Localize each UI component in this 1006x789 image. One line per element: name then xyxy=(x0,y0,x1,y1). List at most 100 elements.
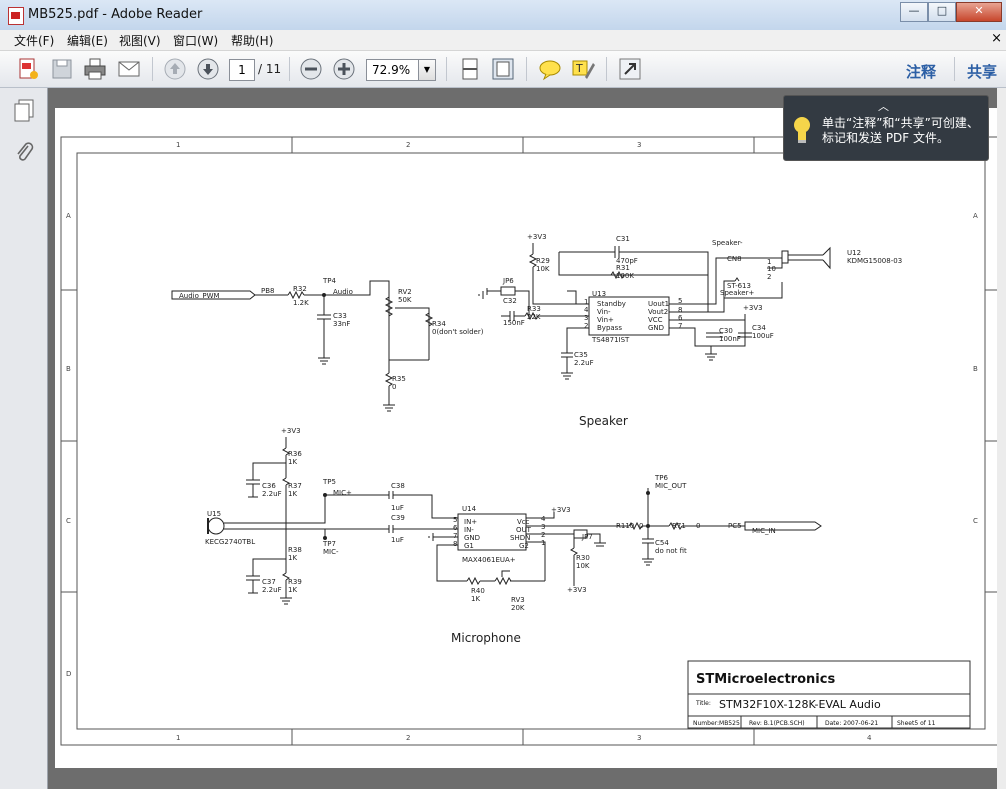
menu-edit[interactable]: 编辑(E) xyxy=(67,34,108,48)
pin-vin-plus: Vin+ xyxy=(597,316,614,324)
col-label-top: 3 xyxy=(637,141,641,149)
highlight-text-icon[interactable]: T xyxy=(571,57,595,81)
menu-window[interactable]: 窗口(W) xyxy=(173,34,219,48)
pin-g2: G2 xyxy=(519,542,529,550)
create-pdf-icon[interactable] xyxy=(16,57,40,81)
menu-close-document-button[interactable]: × xyxy=(991,31,1002,46)
row-label-right: B xyxy=(973,365,978,373)
zoom-out-icon[interactable] xyxy=(299,57,323,81)
document-viewer[interactable]: 1 2 3 1 2 3 4 A B C D A B C Audio_PWM PB… xyxy=(48,88,1006,789)
pin-number: 7 xyxy=(453,532,457,540)
label-r35: R35 xyxy=(392,375,406,383)
pin-in-minus: IN- xyxy=(464,526,474,534)
pin-number: 8 xyxy=(453,540,457,548)
net-3v3: +3V3 xyxy=(567,586,587,594)
maximize-button[interactable]: □ xyxy=(928,2,956,22)
pin-number: 6 xyxy=(453,524,458,532)
label-c38: C38 xyxy=(391,482,405,490)
zoom-dropdown-icon[interactable]: ▼ xyxy=(418,60,435,80)
col-label-bottom: 2 xyxy=(406,734,410,742)
pin-number: 10 xyxy=(767,265,776,273)
save-icon[interactable] xyxy=(50,57,74,81)
menu-view[interactable]: 视图(V) xyxy=(119,34,161,48)
email-icon[interactable] xyxy=(117,57,141,81)
value-r34: 0(don't solder) xyxy=(432,328,484,336)
net-speaker-plus: Speaker+ xyxy=(720,289,754,297)
label-u12: U12 xyxy=(847,249,861,257)
minimize-button[interactable]: — xyxy=(900,2,928,22)
pin-number: 3 xyxy=(541,523,545,531)
window-title: MB525.pdf - Adobe Reader xyxy=(28,7,203,22)
label-r31: R31 xyxy=(616,264,630,272)
col-label-bottom: 4 xyxy=(867,734,872,742)
value-r39: 1K xyxy=(288,586,297,594)
value-r35: 0 xyxy=(392,383,396,391)
collapse-tip-icon[interactable]: ︿ xyxy=(878,100,889,113)
pin-number: 1 xyxy=(767,258,771,266)
row-label-left: C xyxy=(66,517,71,525)
share-panel-button[interactable]: 共享 xyxy=(967,63,998,81)
print-icon[interactable] xyxy=(83,57,107,81)
label-tp5: TP5 xyxy=(322,478,336,486)
value-r40: 1K xyxy=(471,595,480,603)
part-u13: TS4871IST xyxy=(591,336,630,344)
comment-panel-button[interactable]: 注释 xyxy=(906,63,937,81)
col-label-top: 1 xyxy=(176,141,180,149)
schematic-drawing: 1 2 3 1 2 3 4 A B C D A B C Audio_PWM PB… xyxy=(60,136,1001,746)
label-r37: R37 xyxy=(288,482,302,490)
pin-in-plus: IN+ xyxy=(464,518,477,526)
value-c32: 150nF xyxy=(503,319,525,327)
label-c32: C32 xyxy=(503,297,517,305)
net-audio-pwm: Audio_PWM xyxy=(179,292,220,300)
comment-note-icon[interactable] xyxy=(538,57,562,81)
label-r39: R39 xyxy=(288,578,302,586)
navigation-panel xyxy=(0,88,48,789)
pin-out: OUT xyxy=(516,526,532,534)
value-r30: 10K xyxy=(576,562,590,570)
value-r38: 1K xyxy=(288,554,297,562)
menu-help[interactable]: 帮助(H) xyxy=(231,34,274,48)
expand-icon[interactable] xyxy=(618,57,642,81)
value-r32: 1.2K xyxy=(293,299,309,307)
pin-number: 6 xyxy=(678,314,683,322)
vertical-scrollbar[interactable] xyxy=(997,88,1006,789)
value-c31: 470pF xyxy=(616,257,638,265)
label-u14: U14 xyxy=(462,505,477,513)
value-c54: do not fit xyxy=(655,547,687,555)
attachments-paperclip-icon[interactable] xyxy=(12,140,36,164)
menu-file[interactable]: 文件(F) xyxy=(14,34,55,48)
label-r32: R32 xyxy=(293,285,307,293)
label-c33: C33 xyxy=(333,312,347,320)
col-label-bottom: 1 xyxy=(176,734,180,742)
close-button[interactable]: ✕ xyxy=(956,2,1002,22)
part-u15: KECG2740TBL xyxy=(205,538,255,546)
row-label-left: B xyxy=(66,365,71,373)
value-c36: 2.2uF xyxy=(262,490,282,498)
previous-page-icon[interactable] xyxy=(163,57,187,81)
page-number-input[interactable]: 1 xyxy=(229,59,255,81)
pin-g1: G1 xyxy=(464,542,474,550)
next-page-icon[interactable] xyxy=(196,57,220,81)
title-sheet: Sheet5 of 11 xyxy=(897,720,936,727)
title-date: Date: 2007-06-21 xyxy=(825,720,878,727)
label-u13: U13 xyxy=(592,290,606,298)
label-r38: R38 xyxy=(288,546,302,554)
value-c37: 2.2uF xyxy=(262,586,282,594)
net-3v3: +3V3 xyxy=(551,506,571,514)
scrolling-mode-icon[interactable] xyxy=(458,57,482,81)
label-c37: C37 xyxy=(262,578,276,586)
zoom-select[interactable]: 72.9% ▼ xyxy=(366,59,436,81)
label-jp6: JP6 xyxy=(502,277,514,285)
value-c33: 33nF xyxy=(333,320,350,328)
part-u14: MAX4061EUA+ xyxy=(462,556,516,564)
value-c39: 1uF xyxy=(391,536,404,544)
value-r110: 0 xyxy=(639,522,643,530)
zoom-in-icon[interactable] xyxy=(332,57,356,81)
col-label-bottom: 3 xyxy=(637,734,641,742)
fit-page-icon[interactable] xyxy=(491,57,515,81)
net-mic-minus: MIC- xyxy=(323,548,339,556)
pages-thumbnail-icon[interactable] xyxy=(12,98,36,122)
net-mic-plus: MIC+ xyxy=(333,489,352,497)
net-3v3: +3V3 xyxy=(743,304,763,312)
pin-number: 1 xyxy=(584,298,588,306)
